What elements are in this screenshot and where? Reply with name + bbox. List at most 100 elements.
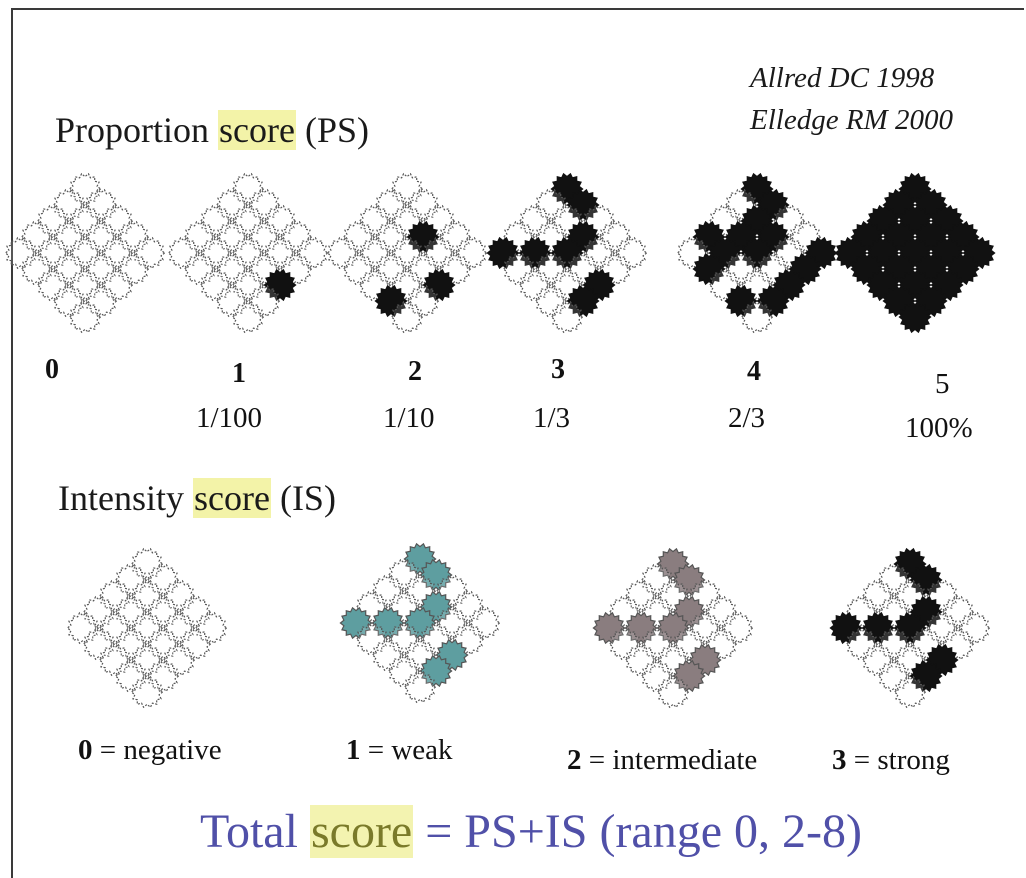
is-label-3-score: 3 (832, 744, 847, 776)
cell-unstained (608, 627, 642, 661)
cell-unstained (52, 220, 86, 254)
is-label-1-text: = weak (360, 734, 453, 766)
cell-unstained (100, 268, 134, 302)
cell-unstained (116, 220, 150, 254)
cell-unstained (36, 268, 70, 302)
proportion-title-pre: Proportion (55, 110, 219, 150)
cell-unstained (114, 659, 148, 693)
cell-unstained (720, 611, 754, 645)
is-label-3-text: = strong (846, 744, 950, 776)
cell-unstained (454, 236, 488, 270)
cell-unstained (518, 268, 552, 302)
is-cell-diagram-3 (829, 547, 991, 709)
cell-unstained (390, 172, 424, 206)
cell-unstained (390, 236, 424, 270)
cell-unstained (502, 252, 536, 286)
cell-stained (592, 611, 626, 645)
ps-fraction-5: 100% (905, 412, 973, 444)
intensity-title-pre: Intensity (58, 478, 193, 518)
is-label-0-score: 0 (78, 734, 93, 766)
cell-stained (374, 284, 408, 318)
cell-unstained (178, 627, 212, 661)
cell-unstained (162, 611, 196, 645)
intensity-title-post: (IS) (270, 478, 336, 518)
cell-unstained (374, 252, 408, 286)
cell-unstained (342, 252, 376, 286)
cell-unstained (231, 236, 265, 270)
total-score-formula: Total score = PS+IS (range 0, 2-8) (200, 805, 862, 858)
cell-unstained (82, 595, 116, 629)
cell-unstained (534, 252, 568, 286)
cell-unstained (100, 204, 134, 238)
cell-unstained (295, 236, 329, 270)
is-label-0: 0 = negative (78, 736, 222, 765)
cell-unstained (279, 220, 313, 254)
cell-unstained (877, 563, 911, 597)
cell-unstained (36, 236, 70, 270)
cell-unstained (640, 659, 674, 693)
cell-unstained (215, 284, 249, 318)
cell-unstained (130, 547, 164, 581)
cell-unstained (231, 268, 265, 302)
cell-unstained (845, 627, 879, 661)
cell-stained (909, 563, 943, 597)
cell-stained (672, 659, 706, 693)
total-pre: Total (200, 805, 310, 858)
cell-unstained (518, 204, 552, 238)
cell-unstained (724, 252, 758, 286)
cell-stained (486, 236, 520, 270)
ps-fraction-3: 1/3 (533, 402, 571, 434)
cell-unstained (215, 220, 249, 254)
cell-unstained (231, 300, 265, 334)
cell-unstained (199, 204, 233, 238)
cell-unstained (374, 188, 408, 222)
is-label-1: 1 = weak (346, 736, 453, 765)
cell-unstained (550, 300, 584, 334)
proportion-title-post: (PS) (295, 110, 370, 150)
cell-unstained (374, 220, 408, 254)
reference-allred: Allred DC 1998 (750, 62, 935, 94)
is-label-2-text: = intermediate (581, 744, 758, 776)
cell-unstained (162, 579, 196, 613)
cell-unstained (403, 670, 437, 704)
cell-unstained (84, 188, 118, 222)
cell-unstained (925, 611, 959, 645)
cell-unstained (358, 204, 392, 238)
cell-unstained (358, 236, 392, 270)
cell-stained (566, 188, 600, 222)
cell-stained (339, 606, 373, 640)
cell-unstained (98, 579, 132, 613)
cell-unstained (422, 236, 456, 270)
cell-unstained (467, 606, 501, 640)
cell-unstained (183, 252, 217, 286)
is-label-3: 3 = strong (832, 746, 950, 775)
cell-unstained (98, 643, 132, 677)
cell-unstained (68, 300, 102, 334)
cell-unstained (624, 643, 658, 677)
cell-unstained (326, 236, 360, 270)
cell-unstained (435, 606, 469, 640)
cell-unstained (534, 284, 568, 318)
ps-cell-diagram-4 (676, 172, 838, 334)
cell-unstained (624, 579, 658, 613)
cell-unstained (877, 659, 911, 693)
cell-unstained (704, 595, 738, 629)
is-label-1-score: 1 (346, 734, 361, 766)
proportion-score-heading: Proportion score (PS) (55, 110, 370, 150)
ps-cell-diagram-1 (167, 172, 329, 334)
cell-unstained (941, 595, 975, 629)
cell-unstained (68, 268, 102, 302)
cell-unstained (247, 188, 281, 222)
cell-unstained (231, 172, 265, 206)
cell-unstained (877, 627, 911, 661)
cell-unstained (215, 188, 249, 222)
ps-score-2: 2 (408, 356, 422, 387)
cell-unstained (52, 284, 86, 318)
cell-unstained (36, 204, 70, 238)
ps-cell-diagram-2 (326, 172, 488, 334)
cell-unstained (656, 675, 690, 709)
cell-unstained (387, 558, 421, 592)
cell-unstained (4, 236, 38, 270)
ps-cell-diagram-5 (834, 172, 996, 334)
cell-unstained (247, 220, 281, 254)
